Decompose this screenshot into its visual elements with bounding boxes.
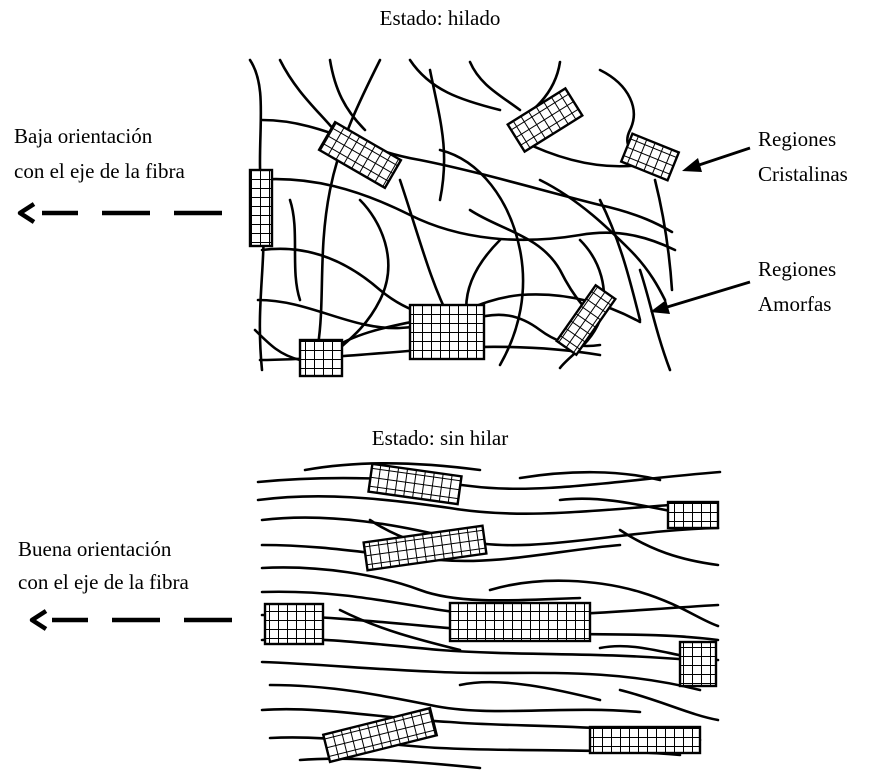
- dashed-left-arrow-icon: [32, 611, 232, 629]
- crystalline-region-blocks-bottom: [265, 464, 718, 762]
- solid-left-arrow-icon: [682, 148, 750, 172]
- dashed-left-arrow-icon: [20, 204, 222, 222]
